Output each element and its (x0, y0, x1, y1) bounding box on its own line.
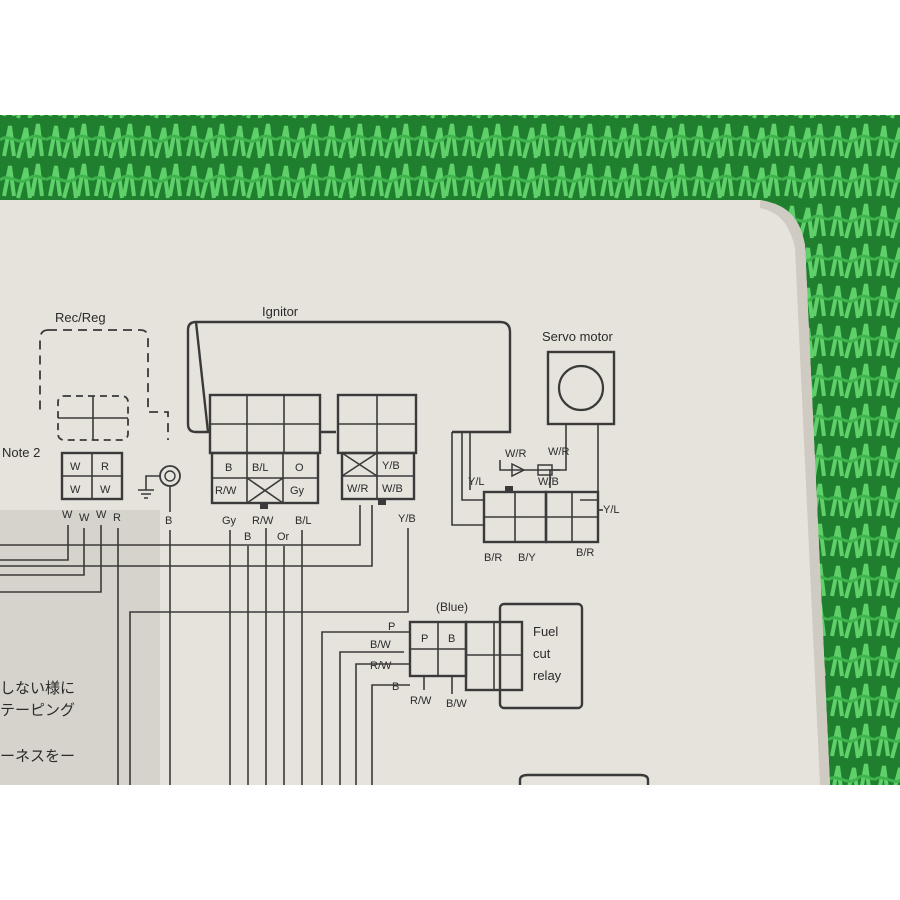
rr-pin-w1: W (70, 461, 81, 473)
rr-pin-w3: W (100, 484, 111, 496)
sv-yl-1: Y/L (468, 476, 485, 488)
ig-pin-gy: Gy (290, 485, 305, 497)
white-background-top (0, 0, 900, 115)
fr-wire-4 (371, 684, 410, 785)
japanese-text-1: しない様に (0, 679, 75, 697)
servo-to-ignitor-2 (451, 432, 484, 526)
sv-by: B/Y (518, 552, 536, 564)
fr-wire-2 (339, 651, 404, 785)
ig-pin-rw: R/W (215, 485, 237, 497)
ig-wire-left (0, 505, 361, 546)
sv-wr-2: W/R (548, 446, 569, 458)
fr-pin-b: B (448, 633, 455, 645)
fr-wire-p: P (388, 621, 395, 633)
ground-symbol (138, 489, 154, 499)
fuel-relay-box (498, 602, 584, 710)
ig2-latch (378, 499, 386, 505)
ig-wire-bus (0, 505, 373, 567)
sv-br-2: B/R (576, 547, 594, 559)
rr-wire-3 (0, 525, 102, 593)
fr-wire-rw: R/W (370, 660, 392, 672)
rec-reg-label: Rec/Reg (55, 310, 106, 325)
fr-out-bw: B/W (446, 698, 467, 710)
sv-br-1: B/R (484, 552, 502, 564)
fr-wire-bw: B/W (370, 639, 391, 651)
fuel-relay-label-3: relay (533, 668, 562, 683)
ig1-latch (260, 503, 268, 509)
rr-pin-w2: W (70, 484, 81, 496)
servo-motor-box (546, 350, 616, 426)
ig-out-bl: B/L (295, 515, 312, 527)
rec-reg-dashed-box-left (39, 329, 49, 412)
fuel-relay-label-2: cut (533, 646, 551, 661)
rr-out-w3: W (96, 509, 107, 521)
ig-out-gy: Gy (222, 515, 237, 527)
ignitor-box (186, 320, 512, 434)
gnd-b-label: B (165, 515, 172, 527)
japanese-text-3: ーネスをー (0, 747, 75, 765)
fr-pin-p: P (421, 633, 428, 645)
sv-wb: W/B (538, 476, 559, 488)
bottom-right-box (518, 773, 650, 785)
ig2-pin-yb: Y/B (382, 460, 400, 472)
rr-out-w1: W (62, 509, 73, 521)
sv-yl-2: Y/L (603, 504, 620, 516)
ig1p-x2 (246, 477, 284, 504)
ig-wire-yb (129, 528, 409, 785)
ig-pin-o: O (295, 462, 304, 474)
rr-wire-1 (0, 525, 69, 561)
servo-motor-circle (557, 364, 605, 412)
diode-line (499, 460, 560, 471)
sv-wr-1: W/R (505, 448, 526, 460)
diode-symbol (511, 462, 526, 478)
rr-out-w2: W (79, 512, 90, 524)
ig2p-x2 (341, 452, 378, 477)
page-edge-shadow (760, 200, 830, 785)
servo-to-ignitor-1 (461, 432, 484, 501)
ig-pin-b: B (225, 462, 232, 474)
ig2-pin-wb: W/B (382, 483, 403, 495)
resistor-symbol (537, 464, 553, 476)
rr-wire-2 (0, 528, 85, 576)
ground-lead (145, 475, 160, 490)
ground-terminal-inner (164, 470, 176, 482)
rec-reg-dashed-box (48, 329, 169, 440)
fr-wire-b: B (392, 681, 399, 693)
ignitor-label: Ignitor (262, 304, 299, 319)
fuel-relay-label-1: Fuel (533, 624, 558, 639)
ig-pin-bl: B/L (252, 462, 269, 474)
ig-out-b: B (244, 531, 251, 543)
japanese-text-2: テーピング (0, 701, 75, 719)
note-label: Note 2 (2, 445, 40, 460)
ig-out-or: Or (277, 531, 290, 543)
servo-latch (505, 486, 513, 492)
ig-out-yb: Y/B (398, 513, 416, 525)
fr-wire-1 (321, 631, 410, 785)
rr-pin-r1: R (101, 461, 109, 473)
white-background-bottom (0, 785, 900, 900)
fr-wire-3 (355, 663, 410, 785)
servo-motor-label: Servo motor (542, 329, 613, 344)
fuel-relay-connector-color: (Blue) (436, 600, 468, 614)
ig-out-rw: R/W (252, 515, 274, 527)
gray-panel (0, 510, 160, 785)
fr-out-rw: R/W (410, 695, 432, 707)
rr-out-r: R (113, 512, 121, 524)
ig2-pin-wr: W/R (347, 483, 368, 495)
